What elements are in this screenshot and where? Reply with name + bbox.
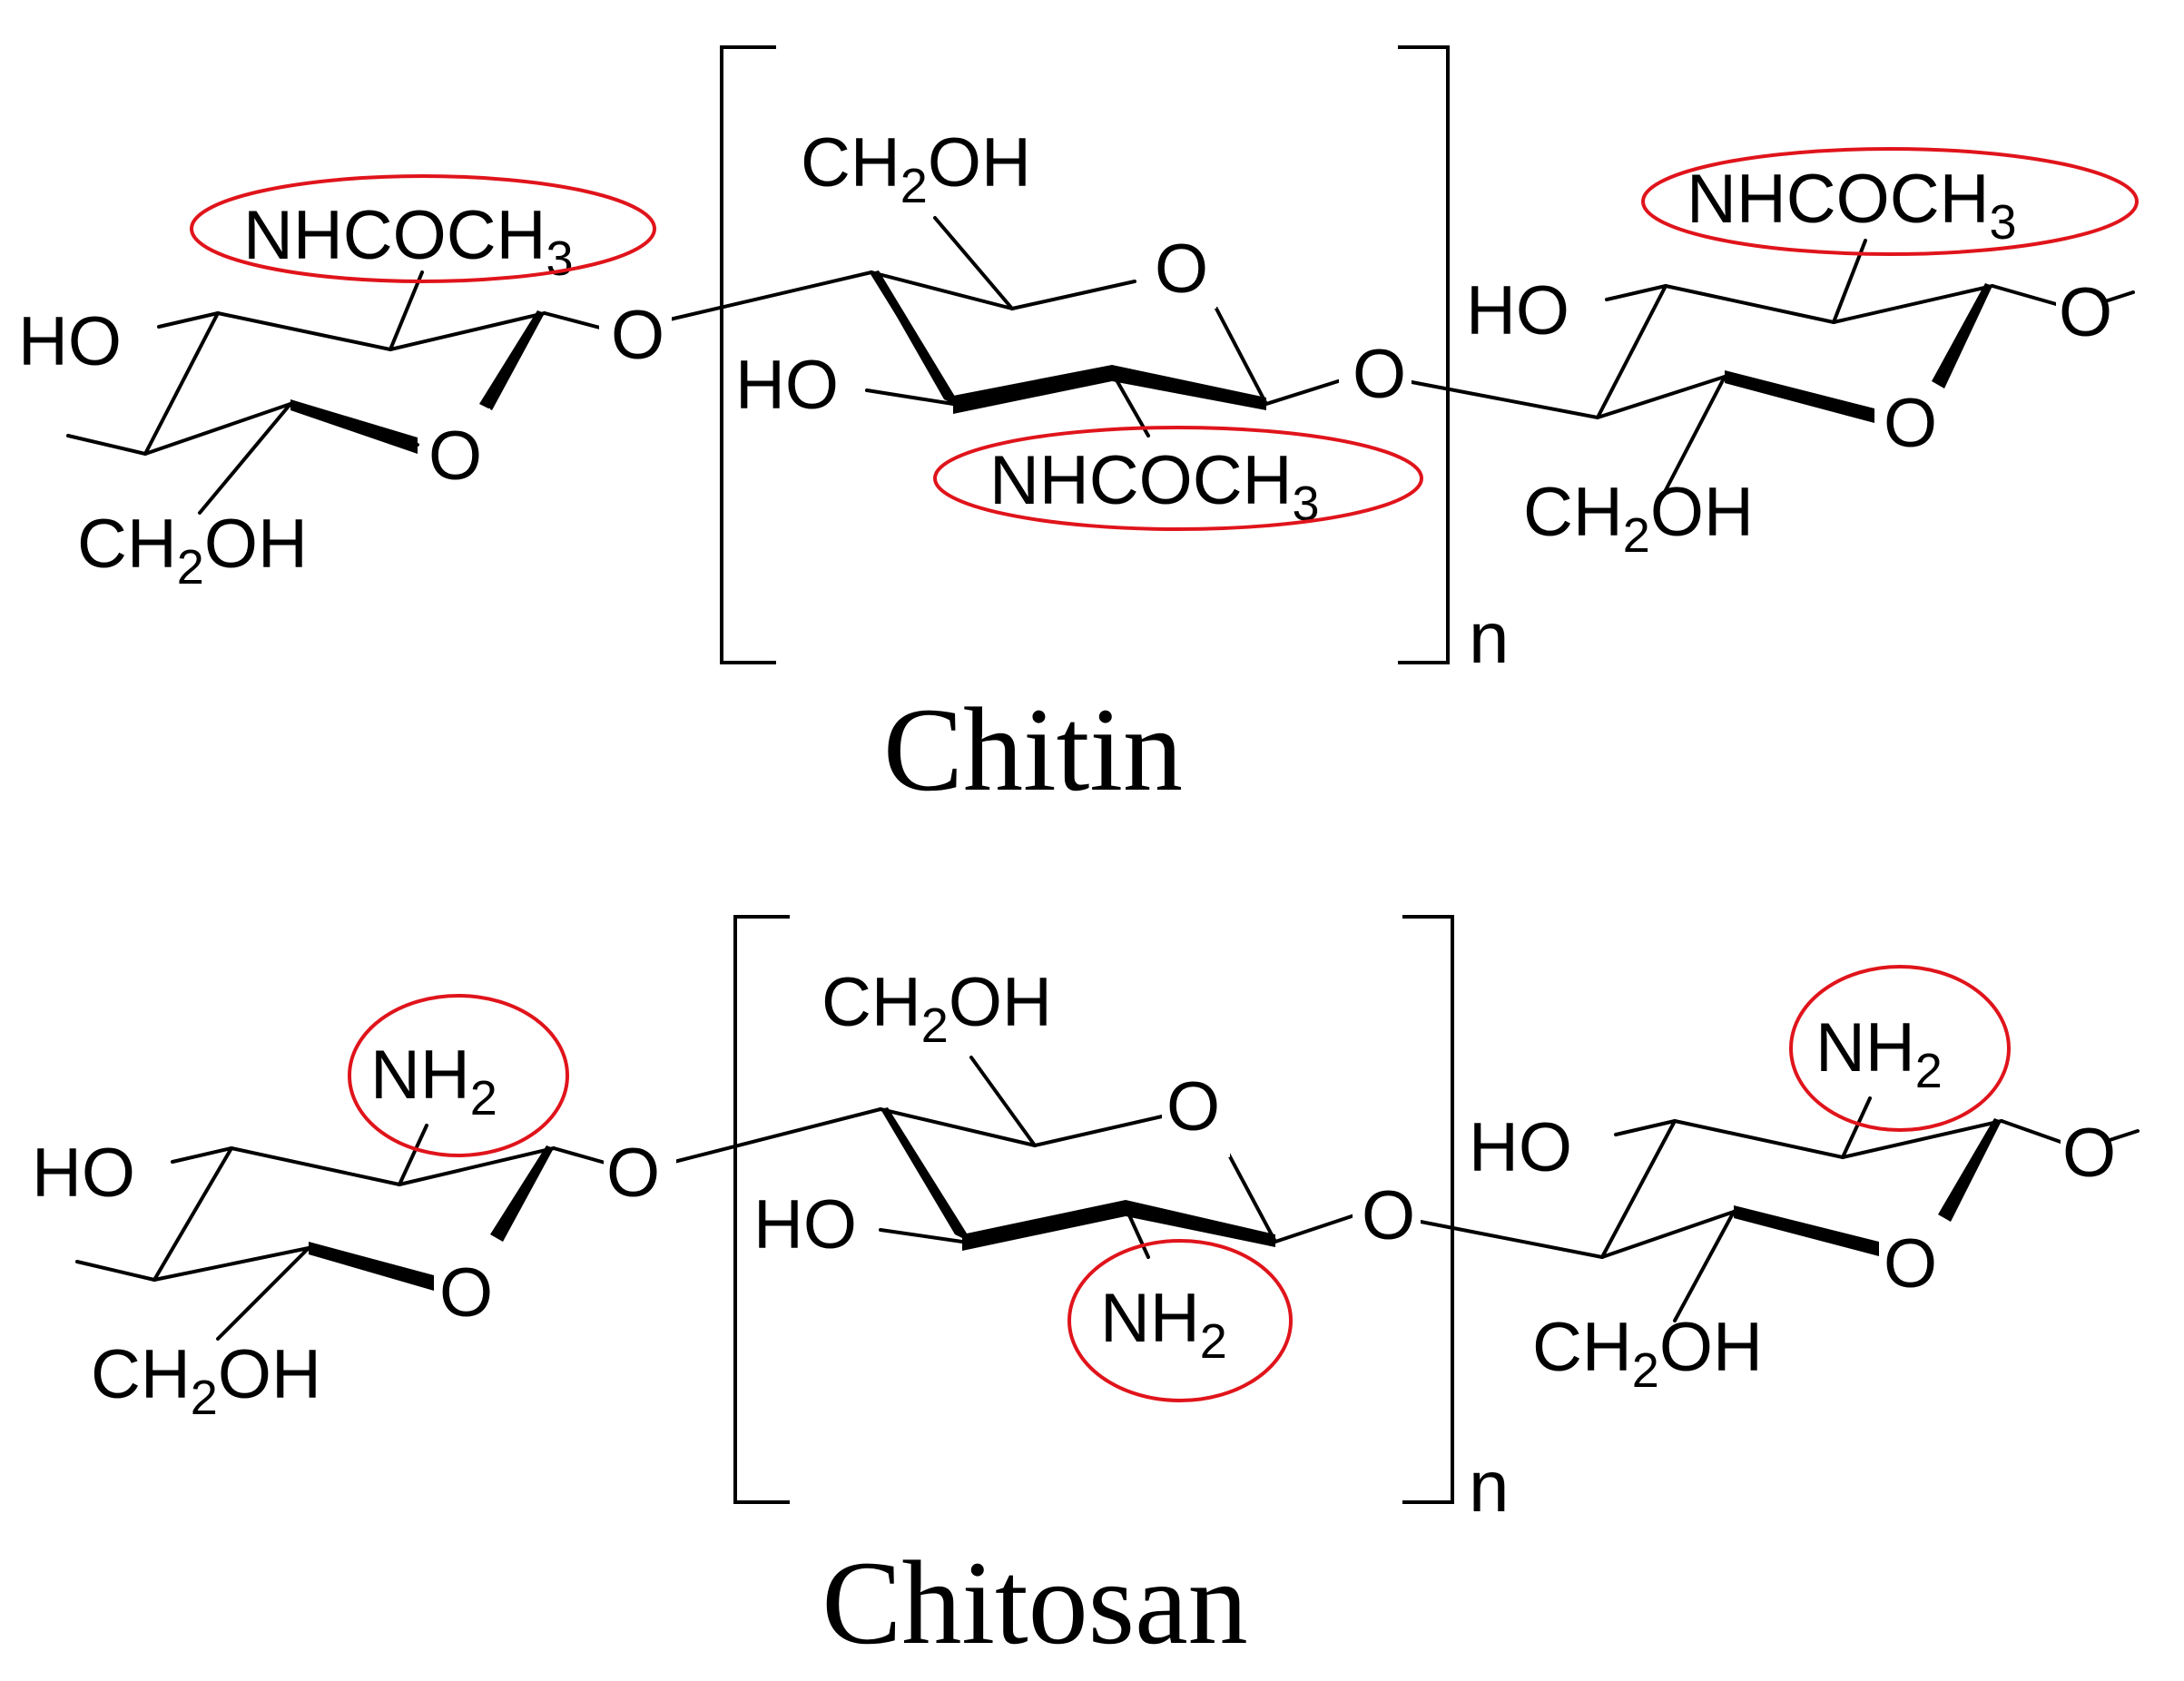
chitin-wedge-bonds (290, 270, 1992, 454)
chitosan-caption: Chitosan (821, 1536, 1247, 1669)
chitosan-right-nh2: NH2 (1815, 1009, 1943, 1098)
chitosan-mid-ring-oxygen: O (1166, 1068, 1220, 1145)
chitin-structure: HO CH2OH O NHCOCH3 O CH2OH O HO NHCOCH3 … (18, 45, 2139, 816)
chitosan-bonds (75, 1056, 2140, 1341)
chitin-caption: Chitin (883, 683, 1183, 816)
chitosan-mid-ch2oh: CH2OH (821, 964, 1052, 1053)
chitosan-structure: HO CH2OH O NH2 O CH2OH O HO NH2 O HO CH2… (32, 915, 2140, 1669)
chitin-mid-highlight (933, 426, 1423, 531)
chitosan-left-highlight (348, 994, 569, 1157)
chitin-bracket-right (1398, 45, 1450, 664)
chitin-right-highlight (1641, 147, 2139, 256)
chitin-right-ring-oxygen: O (1884, 385, 1937, 462)
chitin-right-ho: HO (1466, 272, 1569, 349)
chitin-bracket-left (720, 45, 776, 664)
chitin-right-ch2oh: CH2OH (1523, 474, 1754, 563)
chitosan-right-ch2oh: CH2OH (1532, 1309, 1763, 1398)
chitosan-right-end-oxygen: O (2062, 1115, 2116, 1192)
chitosan-wedge-bonds (152, 1107, 2002, 1291)
chitosan-right-ho: HO (1469, 1109, 1572, 1186)
chitosan-linker-oxygen-2: O (1362, 1177, 1415, 1254)
chitosan-left-ho: HO (32, 1135, 135, 1212)
chitin-mid-nhcoch3: NHCOCH3 (989, 442, 1320, 531)
chitin-left-nhcoch3: NHCOCH3 (243, 197, 574, 286)
chitin-mid-ring-oxygen: O (1155, 231, 1208, 308)
chitin-left-ch2oh: CH2OH (77, 506, 308, 595)
chitin-right-nhcoch3: NHCOCH3 (1687, 161, 2017, 250)
chitosan-left-ch2oh: CH2OH (91, 1336, 321, 1425)
chitin-right-end-oxygen: O (2059, 274, 2112, 351)
chitin-linker-oxygen-1: O (611, 297, 664, 374)
chitosan-linker-oxygen-1: O (606, 1135, 660, 1212)
chitin-left-highlight (190, 174, 656, 283)
chitosan-left-ring-oxygen: O (439, 1254, 493, 1332)
chitosan-mid-ho: HO (753, 1186, 857, 1263)
chitin-mid-ch2oh: CH2OH (801, 124, 1031, 213)
chitin-linker-oxygen-2: O (1353, 336, 1406, 413)
chitosan-mid-highlight (1067, 1239, 1293, 1402)
chitin-left-ho: HO (18, 303, 122, 380)
chitin-left-ring-oxygen: O (428, 418, 482, 495)
chitin-mid-ho: HO (735, 347, 839, 424)
chitin-repeat-n: n (1469, 597, 1510, 678)
chitosan-right-highlight (1789, 965, 2011, 1132)
chitosan-left-nh2: NH2 (370, 1037, 497, 1126)
chitosan-right-ring-oxygen: O (1884, 1225, 1937, 1303)
chitosan-mid-nh2: NH2 (1100, 1280, 1227, 1369)
chitosan-repeat-n: n (1469, 1446, 1510, 1527)
chitosan-bracket-left (733, 915, 790, 1504)
chitosan-bracket-right (1402, 915, 1454, 1504)
